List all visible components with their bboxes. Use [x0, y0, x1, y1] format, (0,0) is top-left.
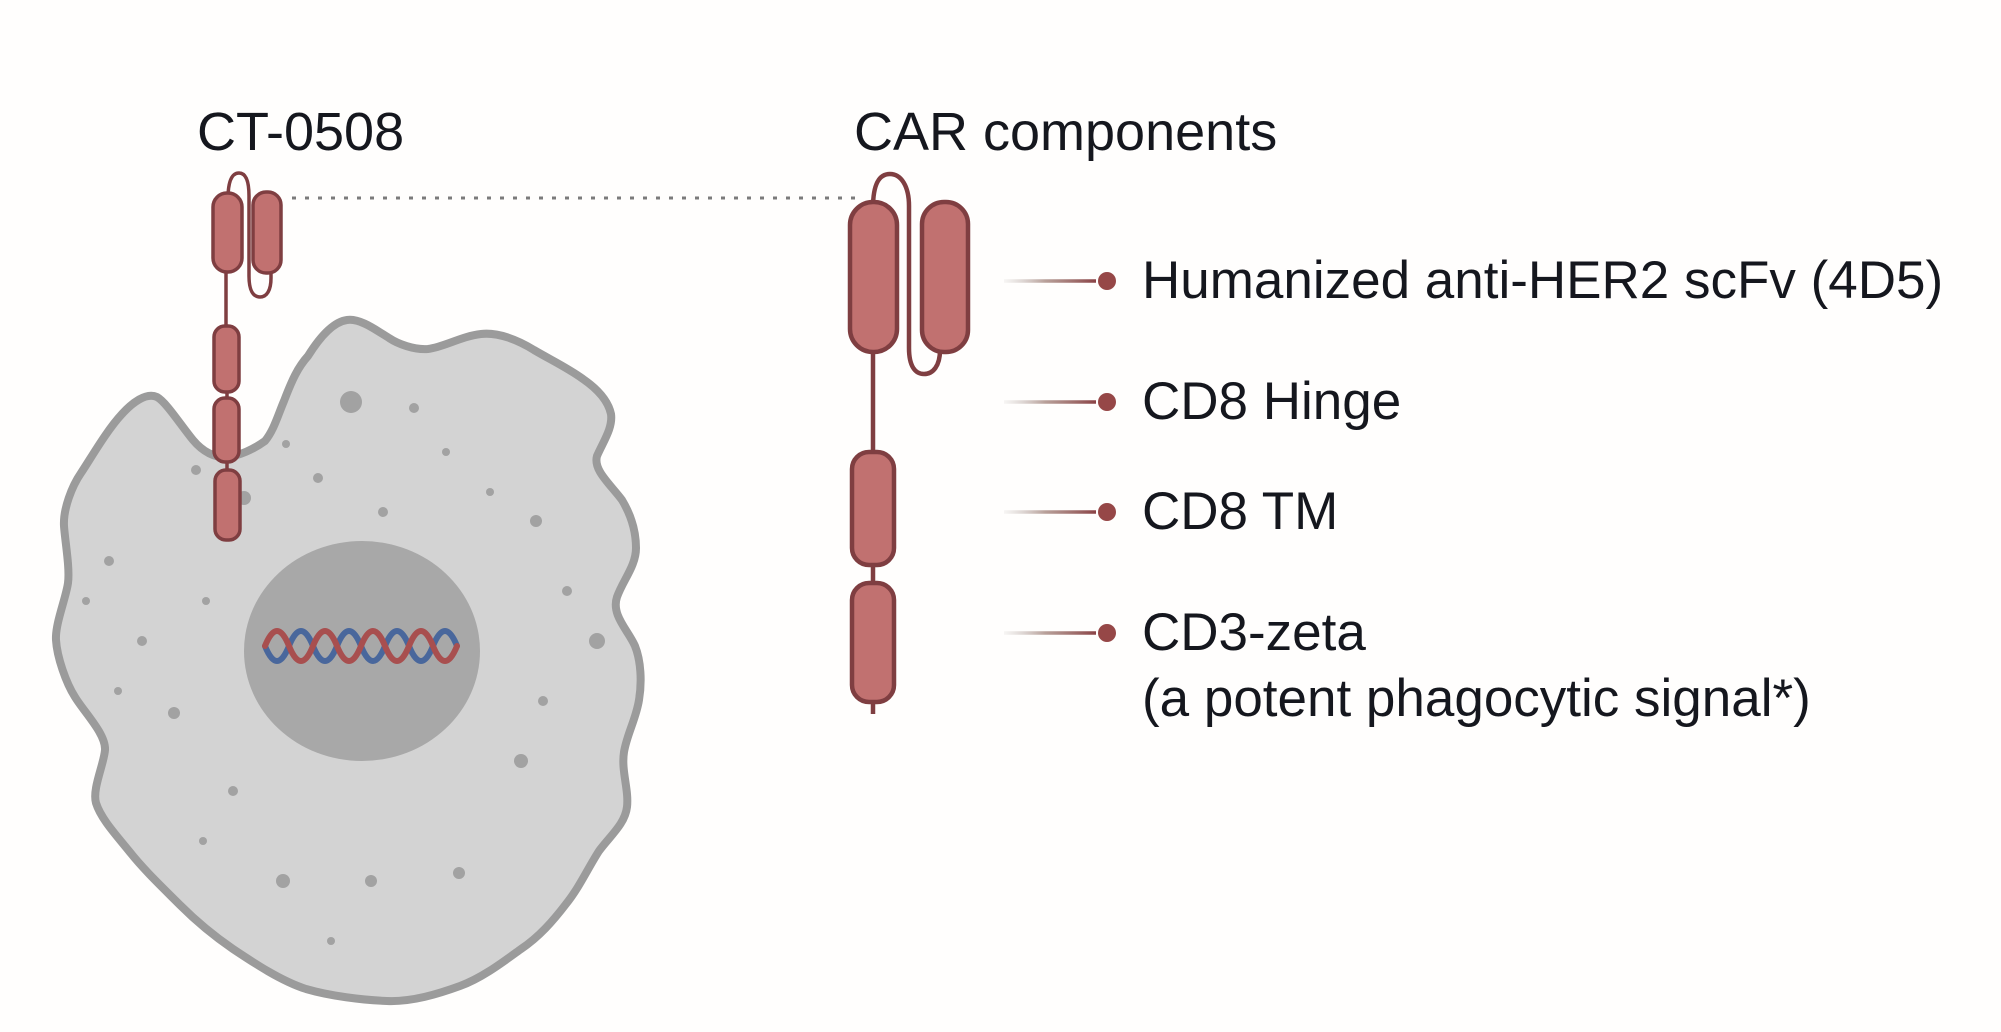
- dna-helix: [262, 628, 460, 664]
- hinge-pill: [212, 324, 241, 394]
- component-label-hinge: CD8 Hinge: [1142, 372, 1402, 431]
- car-scfv-vh-pill: [847, 199, 900, 355]
- leader-cd3zeta: [1004, 624, 1116, 642]
- granule: [327, 937, 335, 945]
- leader-tm: [1004, 503, 1116, 521]
- dna-strand-red: [262, 628, 460, 664]
- component-label-scfv: Humanized anti-HER2 scFv (4D5): [1142, 251, 1944, 310]
- granule: [442, 448, 450, 456]
- macrophage-cell: [51, 315, 645, 1006]
- leader-dot: [1098, 624, 1116, 642]
- granule: [202, 597, 210, 605]
- component-label-cd3zeta: CD3-zeta (a potent phagocytic signal*): [1142, 600, 1811, 732]
- granule: [453, 867, 465, 879]
- car-scfv-vl-pill: [919, 199, 971, 355]
- granule: [530, 515, 542, 527]
- cell-car-receptor: [211, 171, 283, 542]
- leader-lines: [1004, 272, 1116, 642]
- component-label-cd3zeta-line1: CD3-zeta: [1142, 603, 1366, 662]
- granule: [199, 837, 207, 845]
- granule: [378, 507, 388, 517]
- granule: [365, 875, 377, 887]
- leader-dot: [1098, 393, 1116, 411]
- scfv-vh-pill: [211, 191, 244, 274]
- granule: [276, 874, 290, 888]
- granule: [228, 786, 238, 796]
- granule: [104, 556, 114, 566]
- car-scfv-linker-loop: [870, 171, 943, 377]
- leader-hinge: [1004, 393, 1116, 411]
- cell-title: CT-0508: [197, 102, 405, 162]
- granule: [168, 707, 180, 719]
- car-cd3zeta-pill: [849, 580, 897, 705]
- tm-pill: [212, 396, 241, 464]
- leader-dot: [1098, 272, 1116, 290]
- component-label-cd3zeta-line2: (a potent phagocytic signal*): [1142, 669, 1811, 728]
- leader-scfv: [1004, 272, 1116, 290]
- granule: [589, 633, 605, 649]
- component-label-tm: CD8 TM: [1142, 482, 1339, 541]
- granule: [486, 488, 494, 496]
- panel-title: CAR components: [854, 102, 1278, 162]
- granule: [340, 391, 362, 413]
- scfv-vl-pill: [251, 190, 283, 275]
- cd3zeta-pill: [213, 468, 242, 542]
- granule: [82, 597, 90, 605]
- granule: [313, 473, 323, 483]
- granule: [191, 465, 201, 475]
- granule: [562, 586, 572, 596]
- scfv-linker-loop: [226, 171, 273, 299]
- granule: [282, 440, 290, 448]
- car-tm-pill: [849, 449, 897, 568]
- granule: [114, 687, 122, 695]
- granule: [514, 754, 528, 768]
- leader-dot: [1098, 503, 1116, 521]
- granule: [409, 403, 419, 413]
- granule: [538, 696, 548, 706]
- cytoplasm-granules: [82, 391, 605, 945]
- granule: [137, 636, 147, 646]
- car-structure: [847, 171, 971, 714]
